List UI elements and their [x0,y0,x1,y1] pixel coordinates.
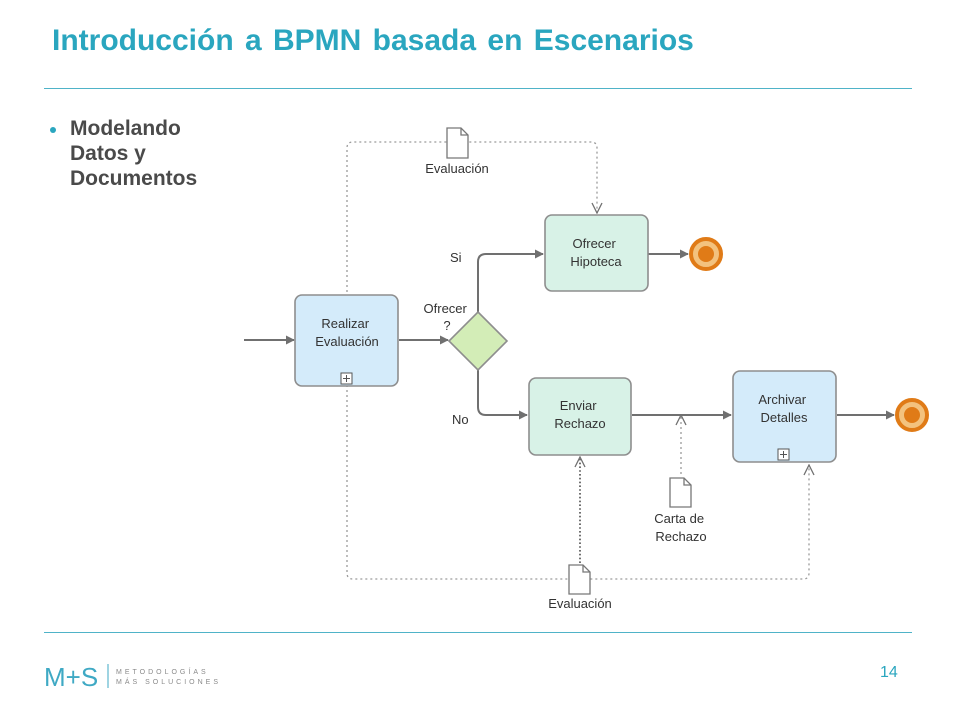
subprocess-marker-icon [340,372,353,385]
title-divider [44,88,912,89]
task-realizar-line-2: Evaluación [315,334,379,349]
logo-line-1: METODOLOGÍAS [116,667,209,676]
task-archivar-detalles: Archivar Detalles [732,370,837,463]
svg-text:Enviar Rechazo: Enviar Rechazo [554,398,605,431]
association-bottom [346,385,809,580]
association-top [346,141,597,292]
task-ofrecer-line-1: Ofrecer [573,236,617,251]
doc-label-top: Evaluación [425,161,489,176]
gateway-label-line-1: Ofrecer [424,301,468,316]
document-icon [669,477,692,508]
gateway-label-line-2: ? [443,318,450,333]
page-number: 14 [880,664,898,681]
svg-text:Carta de Rechazo: Carta de Rechazo [654,511,708,544]
subprocess-marker-icon [777,448,790,461]
svg-text:Archivar Detalles: Archivar Detalles [758,392,809,425]
footer-divider [44,632,912,633]
task-archivar-line-1: Archivar [758,392,806,407]
task-realizar-evaluacion: Realizar Evaluación [294,294,399,387]
svg-text:Ofrecer Hipoteca: Ofrecer Hipoteca [570,236,622,269]
task-ofrecer-hipoteca: Ofrecer Hipoteca [544,214,649,292]
document-icon [446,127,469,159]
task-realizar-line-1: Realizar [321,316,369,331]
bullet-line-1: Modelando [70,117,181,140]
logo-line-2: MÁS SOLUCIONES [116,677,221,686]
bullet-dot [50,127,56,133]
task-enviar-line-1: Enviar [560,398,598,413]
bullet-line-2: Datos y [70,142,146,165]
end-event-icon [689,237,723,271]
task-archivar-line-2: Detalles [761,410,808,425]
svg-text:Ofrecer ?: Ofrecer ? [424,301,471,333]
task-enviar-rechazo: Enviar Rechazo [528,377,632,456]
bullet-item: Modelando Datos y Documentos [50,116,240,191]
branch-label-no: No [452,412,469,427]
task-enviar-line-2: Rechazo [554,416,605,431]
bullet-line-3: Documentos [70,167,198,190]
company-logo: M+S METODOLOGÍAS MÁS SOLUCIONES [44,662,221,692]
flow-no [477,370,528,420]
gateway-ofrecer [447,310,509,372]
document-icon [568,564,591,595]
doc-carta-line-1: Carta de [654,511,704,526]
doc-label-bottom: Evaluación [548,596,612,611]
slide-title: Introducción a BPMN basada en Escenarios [52,24,694,57]
end-event-icon [895,398,929,432]
doc-carta-line-2: Rechazo [655,529,706,544]
svg-text:Realizar Evaluación: Realizar Evaluación [315,316,379,349]
logo-mark: M+S [44,662,98,692]
branch-label-si: Si [450,250,462,265]
task-ofrecer-line-2: Hipoteca [570,254,622,269]
flow-yes [477,249,544,312]
